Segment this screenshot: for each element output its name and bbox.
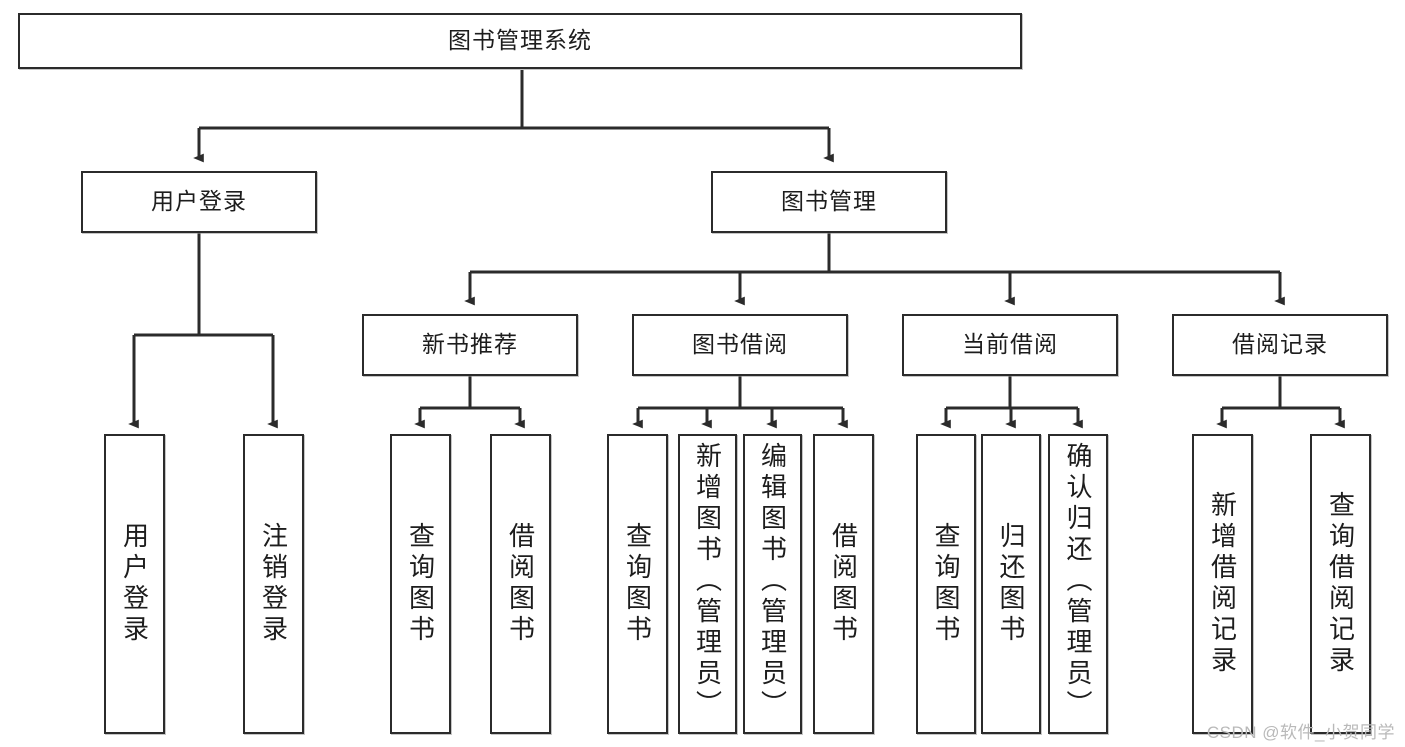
leaf-add-borrow-record-label: 新增借阅记录 bbox=[1207, 491, 1238, 677]
leaf-add-book-admin[interactable]: 新增图书（管理员） bbox=[678, 434, 737, 734]
node-book-borrow-label: 图书借阅 bbox=[692, 331, 788, 358]
node-current-borrow[interactable]: 当前借阅 bbox=[902, 314, 1118, 376]
leaf-borrow-book-1[interactable]: 借阅图书 bbox=[490, 434, 551, 734]
leaf-query-book-2-label: 查询图书 bbox=[622, 522, 653, 646]
leaf-query-borrow-record[interactable]: 查询借阅记录 bbox=[1310, 434, 1371, 734]
leaf-add-book-admin-label: 新增图书（管理员） bbox=[692, 442, 723, 721]
node-borrow-record[interactable]: 借阅记录 bbox=[1172, 314, 1388, 376]
leaf-edit-book-admin-label: 编辑图书（管理员） bbox=[757, 442, 788, 721]
leaf-user-login[interactable]: 用户登录 bbox=[104, 434, 165, 734]
node-user-login[interactable]: 用户登录 bbox=[81, 171, 317, 233]
node-book-manage[interactable]: 图书管理 bbox=[711, 171, 947, 233]
leaf-confirm-return-admin-label: 确认归还（管理员） bbox=[1063, 442, 1093, 721]
node-new-book-recommend[interactable]: 新书推荐 bbox=[362, 314, 578, 376]
node-book-manage-label: 图书管理 bbox=[781, 188, 877, 215]
leaf-add-borrow-record[interactable]: 新增借阅记录 bbox=[1192, 434, 1253, 734]
leaf-logout-login[interactable]: 注销登录 bbox=[243, 434, 304, 734]
node-root-label: 图书管理系统 bbox=[448, 27, 592, 54]
leaf-borrow-book-2-label: 借阅图书 bbox=[828, 522, 859, 646]
leaf-confirm-return-admin[interactable]: 确认归还（管理员） bbox=[1048, 434, 1108, 734]
leaf-query-book-1[interactable]: 查询图书 bbox=[390, 434, 451, 734]
node-book-borrow[interactable]: 图书借阅 bbox=[632, 314, 848, 376]
node-new-book-recommend-label: 新书推荐 bbox=[422, 331, 518, 358]
leaf-query-book-3-label: 查询图书 bbox=[931, 522, 961, 646]
leaf-edit-book-admin[interactable]: 编辑图书（管理员） bbox=[743, 434, 802, 734]
leaf-query-borrow-record-label: 查询借阅记录 bbox=[1325, 491, 1356, 677]
leaf-borrow-book-1-label: 借阅图书 bbox=[505, 522, 536, 646]
leaf-query-book-1-label: 查询图书 bbox=[405, 522, 436, 646]
node-borrow-record-label: 借阅记录 bbox=[1232, 331, 1328, 358]
leaf-logout-login-label: 注销登录 bbox=[258, 522, 289, 646]
leaf-query-book-3[interactable]: 查询图书 bbox=[916, 434, 976, 734]
node-current-borrow-label: 当前借阅 bbox=[962, 331, 1058, 358]
leaf-return-book-label: 归还图书 bbox=[996, 522, 1026, 646]
leaf-query-book-2[interactable]: 查询图书 bbox=[607, 434, 668, 734]
node-root[interactable]: 图书管理系统 bbox=[18, 13, 1022, 69]
leaf-user-login-label: 用户登录 bbox=[119, 522, 150, 646]
node-user-login-label: 用户登录 bbox=[151, 188, 247, 215]
leaf-return-book[interactable]: 归还图书 bbox=[981, 434, 1041, 734]
leaf-borrow-book-2[interactable]: 借阅图书 bbox=[813, 434, 874, 734]
